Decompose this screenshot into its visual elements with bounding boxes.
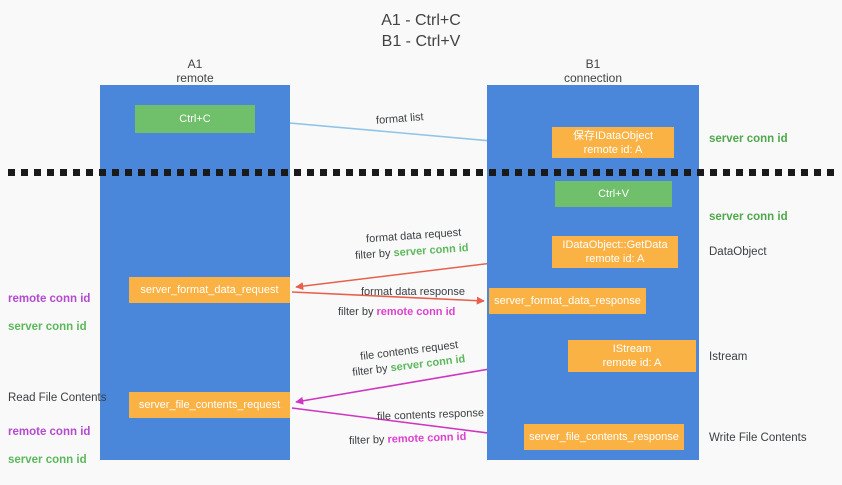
- node-server-format-data-request[interactable]: server_format_data_request: [129, 277, 290, 303]
- node-server-format-data-response[interactable]: server_format_data_response: [489, 288, 646, 314]
- side-label-server-conn-id-mid: server conn id: [709, 211, 788, 223]
- lane-a-header: A1 remote: [176, 57, 214, 85]
- left-label-read-file-contents: Read File Contents: [8, 392, 107, 404]
- left-label-server-conn-id-bottom: server conn id: [8, 454, 87, 466]
- side-label-write-file-contents: Write File Contents: [709, 432, 807, 444]
- side-label-istream: Istream: [709, 351, 748, 363]
- node-server-file-contents-response[interactable]: server_file_contents_response: [524, 424, 684, 450]
- edge-file-contents-response: [291, 407, 520, 441]
- filter-by-text: filter by: [348, 433, 388, 448]
- node-ctrl-c[interactable]: Ctrl+C: [135, 105, 255, 133]
- filter-target-remote-conn-id: remote conn id: [387, 430, 467, 446]
- left-label-remote-conn-id-bottom: remote conn id: [8, 426, 91, 438]
- filter-target-remote-conn-id: remote conn id: [376, 306, 456, 318]
- edge-format-data-response: [291, 291, 485, 305]
- edge-label-format-data-response-filter: filter by remote conn id: [338, 305, 455, 320]
- left-label-server-conn-id-top: server conn id: [8, 321, 87, 333]
- node-istream[interactable]: IStream remote id: A: [568, 340, 696, 372]
- filter-by-text: filter by: [354, 247, 394, 262]
- left-label-conn-ids-bottom: remote conn id server conn id: [8, 411, 90, 481]
- left-label-conn-ids-top: remote conn id server conn id: [8, 278, 90, 348]
- node-ctrl-v[interactable]: Ctrl+V: [555, 181, 672, 207]
- node-save-idataobject[interactable]: 保存IDataObject remote id: A: [552, 127, 674, 158]
- edge-label-format-data-response: format data response: [361, 286, 465, 298]
- node-idataobject-getdata[interactable]: IDataObject::GetData remote id: A: [552, 236, 678, 268]
- side-label-server-conn-id-top: server conn id: [709, 133, 788, 145]
- filter-by-text: filter by: [338, 306, 377, 318]
- filter-target-server-conn-id: server conn id: [393, 242, 469, 260]
- dashed-divider: [8, 169, 836, 176]
- page-title: A1 - Ctrl+C B1 - Ctrl+V: [381, 12, 461, 50]
- side-label-dataobject: DataObject: [709, 246, 767, 258]
- node-server-file-contents-request[interactable]: server_file_contents_request: [129, 392, 290, 418]
- left-label-remote-conn-id-top: remote conn id: [8, 293, 91, 305]
- filter-by-text: filter by: [351, 362, 392, 379]
- lane-b-header: B1 connection: [563, 57, 623, 85]
